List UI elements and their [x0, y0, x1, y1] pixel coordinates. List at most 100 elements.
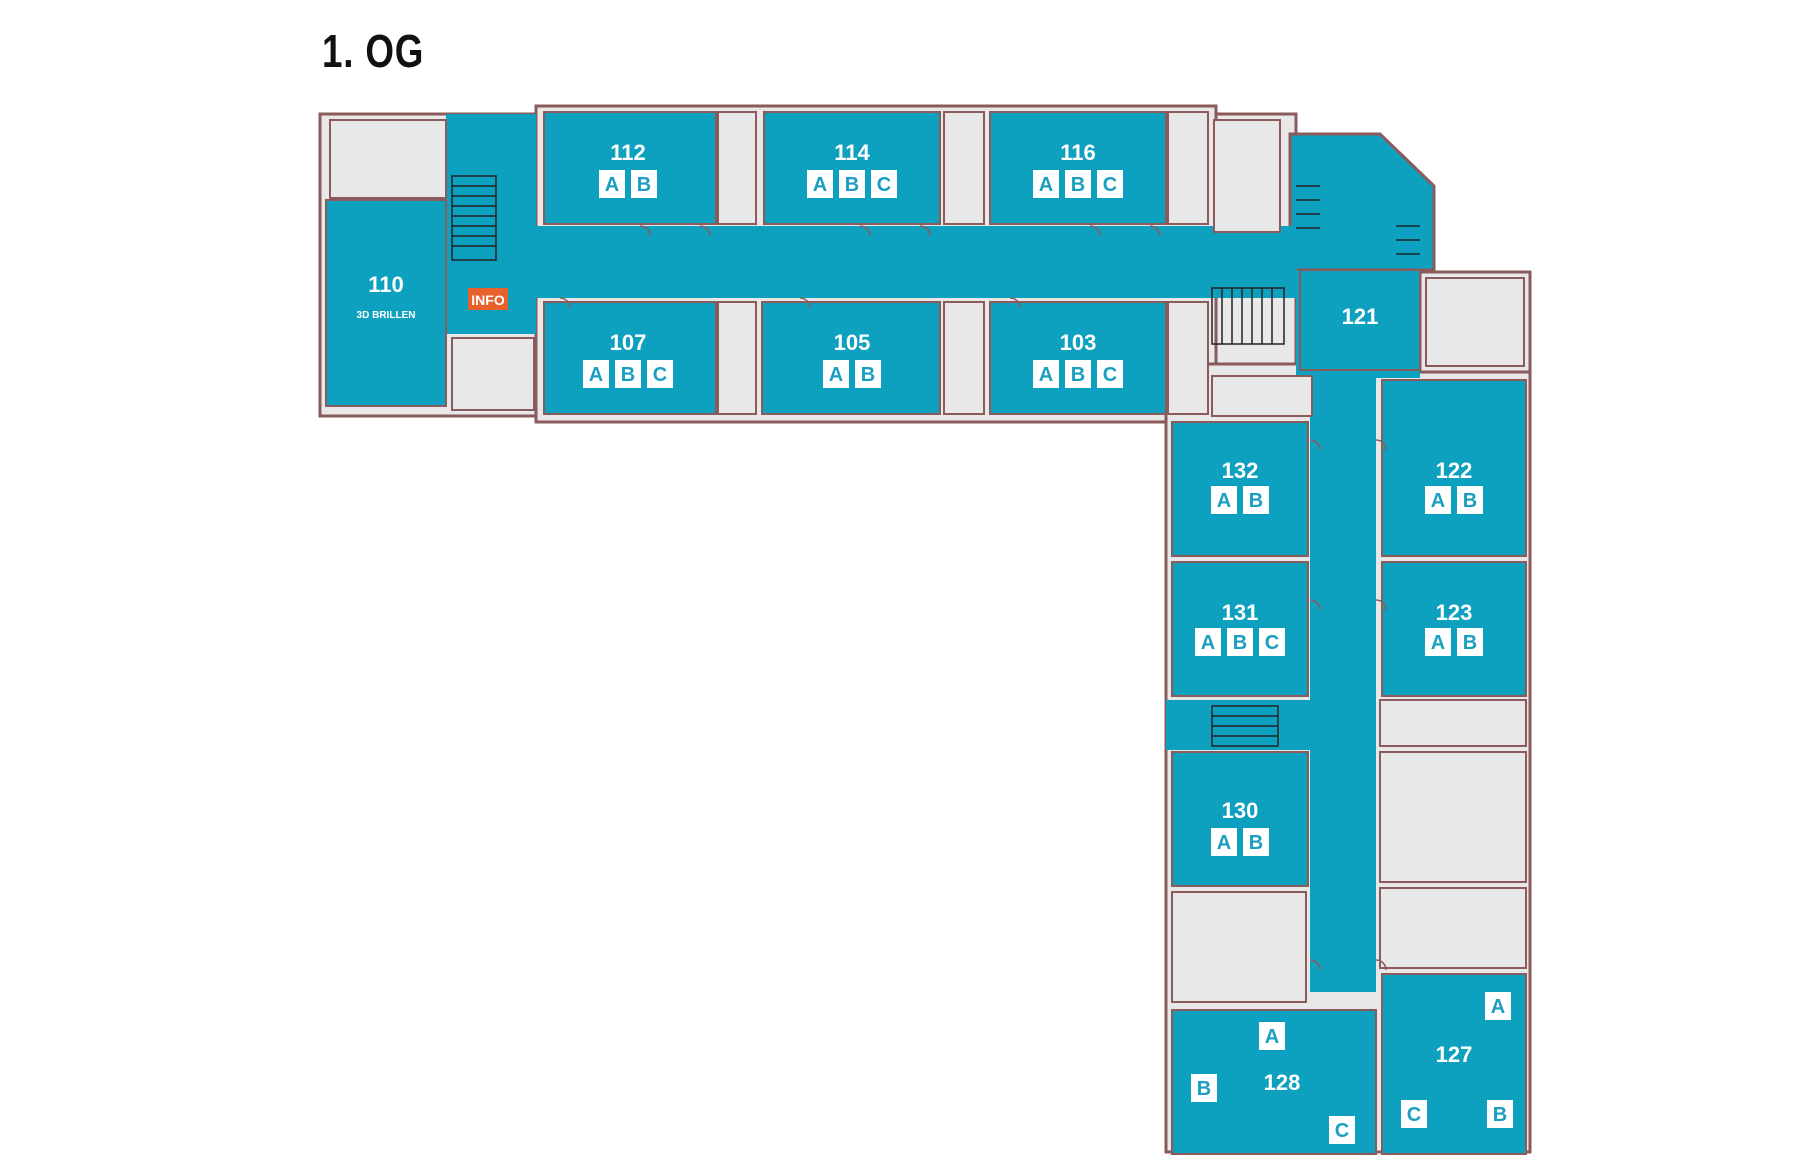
staircases — [451, 175, 1420, 747]
stair-center — [1211, 287, 1285, 345]
section-tag-label: B — [845, 174, 859, 196]
section-tag-label: B — [1249, 832, 1263, 854]
room-number: 127 — [1436, 1042, 1473, 1067]
room-number: 112 — [610, 140, 646, 165]
section-tag-a[interactable]: A — [1033, 360, 1059, 388]
section-tag-b[interactable]: B — [839, 170, 865, 198]
door-arc — [799, 297, 811, 309]
door-arc — [1149, 225, 1161, 237]
room-area — [1299, 269, 1421, 371]
info-label: INFO — [471, 292, 505, 308]
section-tag-label: B — [1071, 174, 1085, 196]
stair-tower — [1296, 185, 1420, 255]
door-arc — [699, 225, 711, 237]
room-127[interactable]: 127 A B C — [1381, 973, 1527, 1155]
section-tag-a[interactable]: A — [823, 360, 849, 388]
floor-title: 1. OG — [322, 25, 425, 77]
section-tag-a[interactable]: A — [1425, 628, 1451, 656]
section-tag-b[interactable]: B — [1457, 628, 1483, 656]
section-tag-a[interactable]: A — [1485, 992, 1511, 1020]
info-sign[interactable]: INFO — [468, 288, 508, 310]
room-number: 105 — [834, 330, 871, 355]
section-tag-b[interactable]: B — [1243, 486, 1269, 514]
room-area — [989, 111, 1167, 225]
section-tag-label: A — [1039, 364, 1053, 386]
section-tag-c[interactable]: C — [1097, 170, 1123, 198]
section-tag-a[interactable]: A — [1195, 628, 1221, 656]
section-tag-b[interactable]: B — [855, 360, 881, 388]
stair-east — [1211, 705, 1279, 747]
section-tag-b[interactable]: B — [615, 360, 641, 388]
room-area — [543, 111, 717, 225]
section-tag-label: A — [1491, 996, 1505, 1018]
room-121[interactable]: 121 — [1299, 269, 1421, 371]
stair-west — [451, 175, 497, 261]
room-area — [1171, 421, 1309, 557]
section-tag-b[interactable]: B — [1191, 1074, 1217, 1102]
room-number: 131 — [1222, 600, 1259, 625]
section-tag-a[interactable]: A — [599, 170, 625, 198]
section-tag-label: A — [605, 174, 619, 196]
section-tag-b[interactable]: B — [1227, 628, 1253, 656]
section-tag-label: B — [1233, 632, 1247, 654]
section-tag-c[interactable]: C — [871, 170, 897, 198]
section-tag-label: A — [1217, 832, 1231, 854]
section-tag-label: B — [1463, 490, 1477, 512]
section-tag-c[interactable]: C — [1097, 360, 1123, 388]
room-area — [1381, 561, 1527, 697]
section-tag-a[interactable]: A — [1425, 486, 1451, 514]
door-arc — [859, 225, 871, 237]
section-tag-b[interactable]: B — [1065, 170, 1091, 198]
section-tag-a[interactable]: A — [583, 360, 609, 388]
door-arc — [1375, 599, 1387, 611]
section-tag-c[interactable]: C — [1401, 1100, 1427, 1128]
section-tag-b[interactable]: B — [1487, 1100, 1513, 1128]
section-tag-label: B — [637, 174, 651, 196]
section-tag-label: B — [1249, 490, 1263, 512]
door-arc — [919, 225, 931, 237]
section-tag-a[interactable]: A — [1033, 170, 1059, 198]
section-tag-c[interactable]: C — [1259, 628, 1285, 656]
section-tag-label: C — [1407, 1104, 1421, 1126]
door-arc — [1309, 599, 1321, 611]
section-tag-c[interactable]: C — [647, 360, 673, 388]
room-area — [989, 301, 1167, 415]
section-tag-label: B — [861, 364, 875, 386]
section-tag-b[interactable]: B — [1243, 828, 1269, 856]
section-tag-b[interactable]: B — [1457, 486, 1483, 514]
room-area — [763, 111, 941, 225]
section-tag-b[interactable]: B — [631, 170, 657, 198]
door-arc — [1309, 959, 1321, 971]
service-areas — [329, 111, 1527, 1003]
section-tag-label: B — [1493, 1104, 1507, 1126]
room-number: 107 — [610, 330, 647, 355]
section-tag-label: A — [1201, 632, 1215, 654]
section-tag-label: A — [829, 364, 843, 386]
section-tag-label: A — [1217, 490, 1231, 512]
section-tag-b[interactable]: B — [1065, 360, 1091, 388]
section-tag-label: B — [1463, 632, 1477, 654]
section-tag-a[interactable]: A — [807, 170, 833, 198]
section-tag-label: C — [1103, 174, 1117, 196]
room-area — [1171, 561, 1309, 697]
section-tag-a[interactable]: A — [1211, 486, 1237, 514]
section-tag-a[interactable]: A — [1259, 1022, 1285, 1050]
section-tag-a[interactable]: A — [1211, 828, 1237, 856]
section-tag-label: B — [621, 364, 635, 386]
section-tag-label: A — [1039, 174, 1053, 196]
section-tag-c[interactable]: C — [1329, 1116, 1355, 1144]
